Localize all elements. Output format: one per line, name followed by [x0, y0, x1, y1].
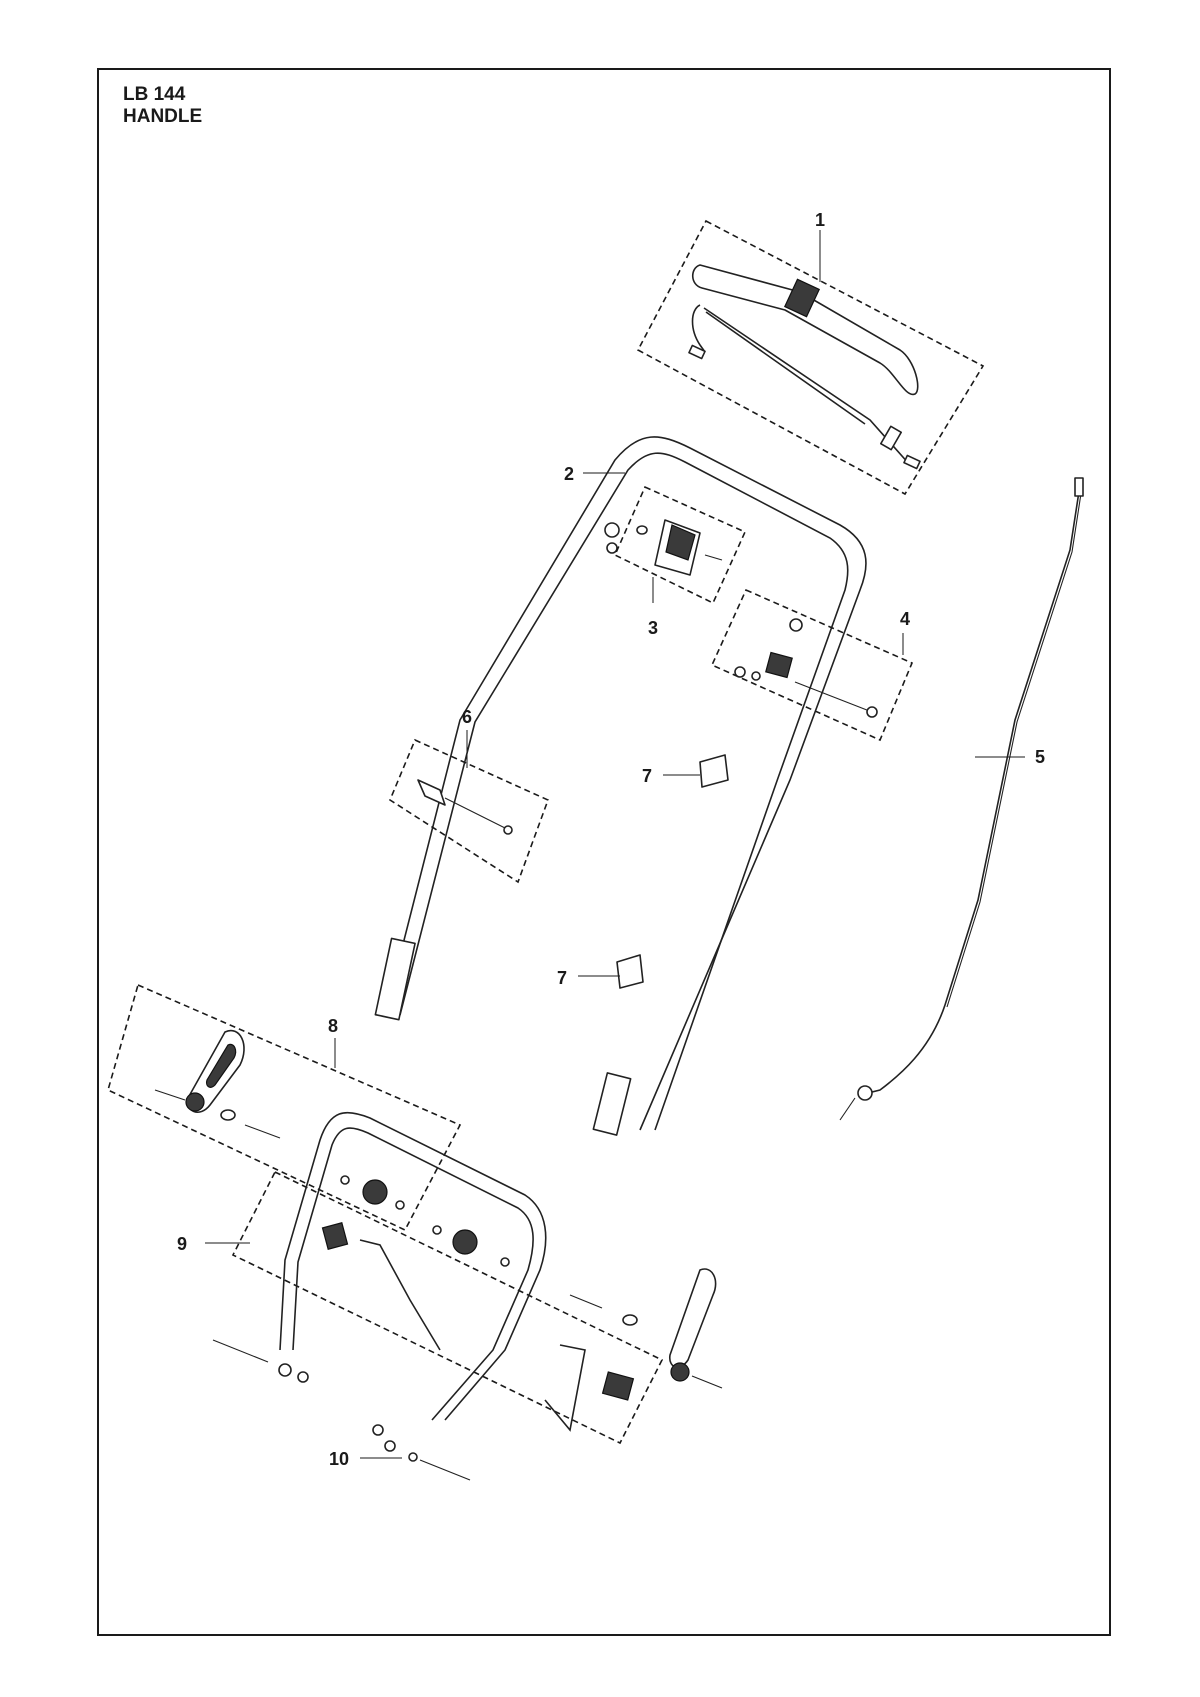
callout-7-upper: 7: [642, 766, 652, 786]
callout-labels: 1 2 3 4 5 6 7 7 8 9 10: [177, 210, 1045, 1469]
part-2-upper-handle: [374, 436, 867, 1136]
section-label: HANDLE: [123, 106, 203, 127]
model-label: LB 144: [123, 84, 186, 105]
callout-9: 9: [177, 1234, 187, 1254]
callout-10: 10: [329, 1449, 349, 1469]
drawing-title-block: LB 144 HANDLE: [123, 84, 202, 128]
part-8-lever-kit: [107, 983, 462, 1232]
part-3-control-box: [613, 485, 747, 605]
callout-8: 8: [328, 1016, 338, 1036]
callout-3: 3: [648, 618, 658, 638]
leader-lines: [205, 230, 1025, 1459]
part-7-cable-retainer-lower: [616, 954, 644, 989]
part-9-lower-handle: [231, 1111, 723, 1445]
callout-7-lower: 7: [557, 968, 567, 988]
drawing-frame: [97, 68, 1111, 1636]
callout-1: 1: [815, 210, 825, 230]
callout-2: 2: [564, 464, 574, 484]
part-10-mounting-bolts: [212, 1339, 471, 1481]
part-5-control-cable: [839, 477, 1084, 1121]
part-4-cable-guide: [710, 588, 914, 742]
part-7-cable-retainer-upper: [699, 754, 729, 788]
part-1-top-grip: [636, 219, 985, 496]
callout-6: 6: [462, 707, 472, 727]
part-6-cable-clip: [389, 738, 550, 884]
callout-4: 4: [900, 609, 910, 629]
callout-5: 5: [1035, 747, 1045, 767]
